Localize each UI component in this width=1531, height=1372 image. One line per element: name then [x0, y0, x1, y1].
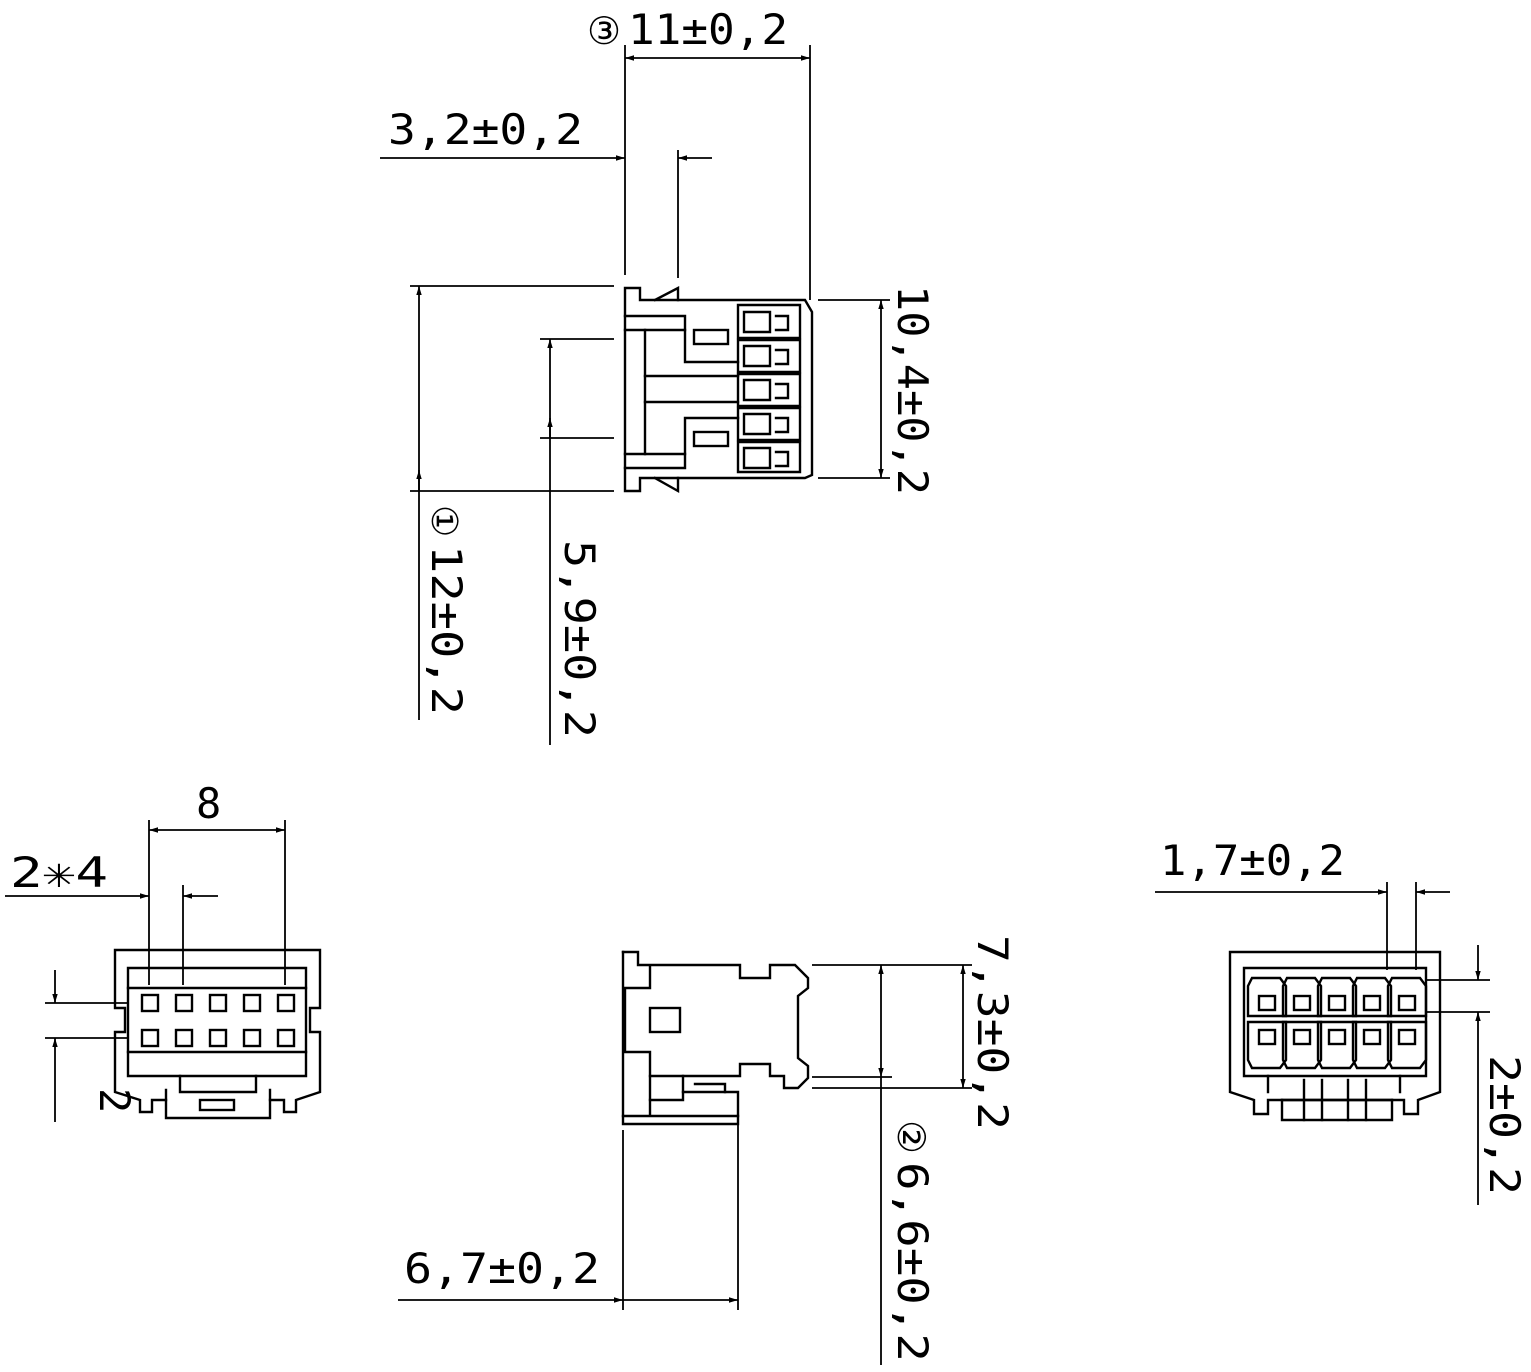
front-view: 8 2✳4 2	[5, 779, 322, 1122]
dim-offset-label: 3,2±0,2	[388, 105, 583, 154]
rear-dim-row-pitch-label: 2±0,2	[1480, 1055, 1529, 1195]
top-view: ③ 11±0,2 3,2±0,2 10,4±0,2 ① 12±0,2 5,9±0…	[380, 5, 937, 745]
dim-width-label: 11±0,2	[628, 5, 788, 54]
side-view: 7,3±0,2 ② 6,6±0,2 6,7±0,2	[398, 935, 1017, 1365]
side-dim-height-marker: ②	[889, 1120, 933, 1154]
dim-height-left-marker: ①	[423, 505, 464, 537]
rear-pin-cavities	[1246, 976, 1428, 1070]
dim-width-marker: ③	[587, 9, 621, 53]
side-dim-height-right-label: 7,3±0,2	[968, 935, 1017, 1130]
rear-view: 1,7±0,2 2±0,2	[1155, 836, 1529, 1205]
front-dim-pitch-label: 2✳4	[10, 848, 108, 897]
dim-height-left-label: 12±0,2	[422, 545, 471, 715]
front-dim-width-label: 8	[196, 779, 221, 828]
contact-cavities	[736, 303, 802, 474]
front-pin-holes	[140, 993, 296, 1048]
side-dim-depth-label: 6,7±0,2	[404, 1244, 600, 1293]
dim-inner-height-label: 5,9±0,2	[555, 540, 604, 738]
dim-height-right-label: 10,4±0,2	[888, 285, 937, 495]
side-dim-height-label: 6,6±0,2	[888, 1162, 937, 1362]
front-dim-row-pitch-label: 2	[90, 1088, 139, 1113]
rear-dim-pitch-label: 1,7±0,2	[1160, 836, 1345, 885]
